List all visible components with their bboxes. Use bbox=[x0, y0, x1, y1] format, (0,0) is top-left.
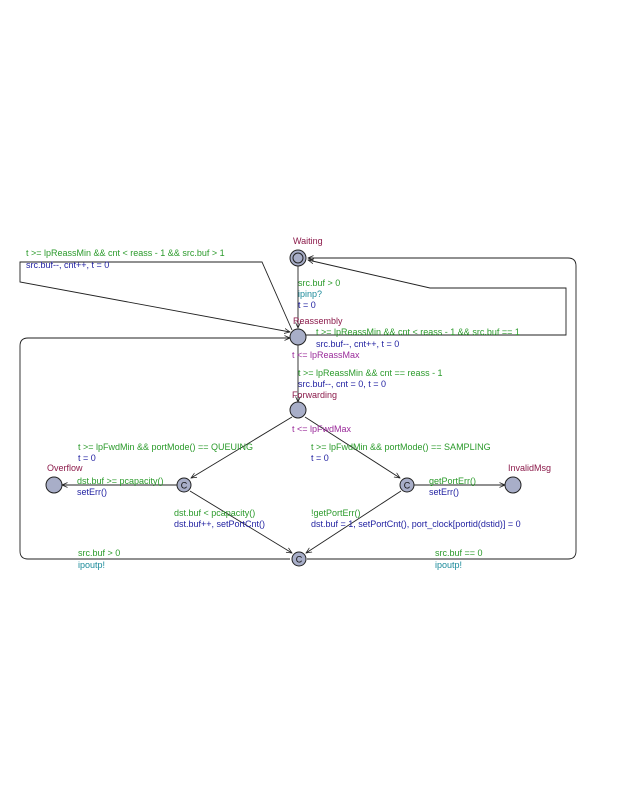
update-reassembly-self-loop: src.buf--, cnt++, t = 0 bbox=[26, 260, 109, 270]
edge-output-to-reassembly[interactable] bbox=[19, 338, 290, 560]
update-reassembly-to-waiting: src.buf--, cnt++, t = 0 bbox=[316, 339, 399, 349]
sync-waiting-to-reassembly: ipinp? bbox=[298, 289, 322, 299]
guard-reassembly-to-waiting: t >= lpReassMin && cnt < reass - 1 && sr… bbox=[316, 327, 520, 337]
update-sampling-to-output: dst.buf = 1, setPortCnt(), port_clock[po… bbox=[311, 519, 521, 529]
edge-sampling-to-output[interactable] bbox=[306, 490, 402, 553]
guard-output-to-waiting: src.buf == 0 bbox=[435, 548, 483, 558]
guard-sampling-to-output: !getPortErr() bbox=[311, 508, 361, 518]
location-name-forwarding: Forwarding bbox=[292, 390, 337, 400]
committed-marker: C bbox=[404, 481, 411, 491]
guard-reassembly-self-loop: t >= lpReassMin && cnt < reass - 1 && sr… bbox=[26, 248, 225, 258]
invariant-reassembly: t <= lpReassMax bbox=[292, 350, 360, 360]
location-name-overflow: Overflow bbox=[47, 463, 83, 473]
guard-forwarding-to-sampling: t >= lpFwdMin && portMode() == SAMPLING bbox=[311, 442, 491, 452]
update-sampling-to-invalid: setErr() bbox=[429, 487, 459, 497]
guard-output-to-reassembly: src.buf > 0 bbox=[78, 548, 120, 558]
guard-queuing-to-overflow: dst.buf >= pcapacity() bbox=[77, 476, 164, 486]
location-forwarding[interactable] bbox=[289, 401, 307, 419]
guard-reassembly-to-forwarding: t >= lpReassMin && cnt == reass - 1 bbox=[298, 368, 443, 378]
update-reassembly-to-forwarding: src.buf--, cnt = 0, t = 0 bbox=[298, 379, 386, 389]
location-name-invalid-msg: InvalidMsg bbox=[508, 463, 551, 473]
location-committed-sampling[interactable]: C bbox=[399, 477, 415, 493]
location-committed-queuing[interactable]: C bbox=[176, 477, 192, 493]
edge-forwarding-to-sampling[interactable] bbox=[304, 416, 400, 478]
guard-waiting-to-reassembly: src.buf > 0 bbox=[298, 278, 340, 288]
guard-forwarding-to-queuing: t >= lpFwdMin && portMode() == QUEUING bbox=[78, 442, 253, 452]
edge-output-to-waiting[interactable] bbox=[307, 258, 577, 560]
guard-sampling-to-invalid: getPortErr() bbox=[429, 476, 476, 486]
location-invalid-msg[interactable] bbox=[504, 476, 522, 494]
update-queuing-to-overflow: setErr() bbox=[77, 487, 107, 497]
edge-queuing-to-output[interactable] bbox=[189, 490, 292, 553]
sync-output-to-reassembly: ipoutp! bbox=[78, 560, 105, 570]
location-name-reassembly: Reassembly bbox=[293, 316, 343, 326]
location-reassembly[interactable] bbox=[289, 328, 307, 346]
update-forwarding-to-sampling: t = 0 bbox=[311, 453, 329, 463]
guard-queuing-to-output: dst.buf < pcapacity() bbox=[174, 508, 255, 518]
invariant-forwarding: t <= lpFwdMax bbox=[292, 424, 352, 434]
location-overflow[interactable] bbox=[45, 476, 63, 494]
update-queuing-to-output: dst.buf++, setPortCnt() bbox=[174, 519, 265, 529]
sync-output-to-waiting: ipoutp! bbox=[435, 560, 462, 570]
committed-marker: C bbox=[296, 555, 303, 565]
committed-marker: C bbox=[181, 481, 188, 491]
update-forwarding-to-queuing: t = 0 bbox=[78, 453, 96, 463]
location-name-waiting: Waiting bbox=[293, 236, 323, 246]
location-committed-output[interactable]: C bbox=[291, 551, 307, 567]
edge-forwarding-to-queuing[interactable] bbox=[191, 416, 293, 478]
update-waiting-to-reassembly: t = 0 bbox=[298, 300, 316, 310]
edge-reassembly-self-loop[interactable] bbox=[19, 261, 293, 332]
edge-reassembly-to-waiting[interactable] bbox=[306, 260, 567, 336]
location-waiting[interactable] bbox=[289, 249, 307, 267]
